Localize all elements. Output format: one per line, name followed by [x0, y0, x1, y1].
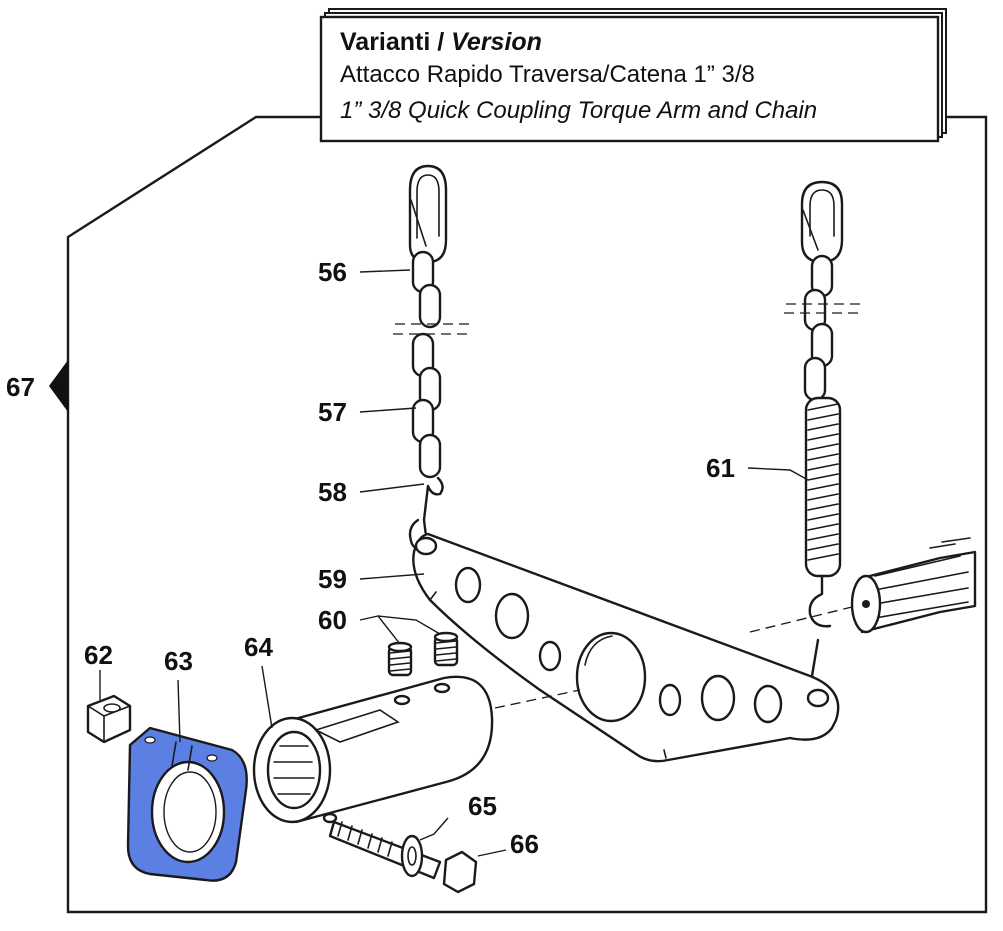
arm-axis-line: [494, 689, 581, 709]
square-nut-62: [86, 694, 132, 744]
title-line-1: Varianti / Version: [340, 28, 542, 56]
leader-lines: [99, 269, 809, 857]
left-carabiner-56: [408, 164, 448, 264]
title-version: Version: [451, 28, 542, 56]
tension-spring-61: [804, 396, 842, 694]
assembly-frame: [66, 115, 988, 914]
set-screw-60-a: [387, 641, 413, 677]
left-chain-57: [411, 250, 442, 479]
shaft-axis-line: [749, 605, 857, 633]
right-chain: [803, 254, 834, 402]
title-box: Varianti / Version Attacco Rapido Traver…: [319, 8, 947, 143]
title-line-english: 1” 3/8 Quick Coupling Torque Arm and Cha…: [340, 97, 817, 124]
splined-sleeve-64: [252, 675, 494, 824]
callout-66: 66: [510, 829, 539, 859]
callout-61: 61: [706, 453, 735, 483]
callout-60: 60: [318, 605, 347, 635]
callout-64: 64: [244, 632, 273, 662]
callout-67: 67: [6, 372, 35, 402]
assembly-pointer-icon: [49, 360, 68, 412]
set-screw-60-b: [433, 631, 459, 667]
clamp-63: [126, 726, 248, 882]
callout-58: 58: [318, 477, 347, 507]
callout-56: 56: [318, 257, 347, 287]
title-varianti: Varianti: [340, 28, 430, 56]
washer-65: [400, 834, 424, 878]
splined-shaft: [850, 537, 977, 634]
callout-57: 57: [318, 397, 347, 427]
torque-arm-59: [412, 532, 840, 763]
washer-hole: [407, 846, 417, 866]
callout-65: 65: [468, 791, 497, 821]
right-carabiner: [800, 180, 844, 264]
callout-62: 62: [84, 640, 113, 670]
callout-59: 59: [318, 564, 347, 594]
callout-63: 63: [164, 646, 193, 676]
title-line-italian: Attacco Rapido Traversa/Catena 1” 3/8: [340, 61, 755, 88]
title-separator: /: [430, 28, 451, 56]
